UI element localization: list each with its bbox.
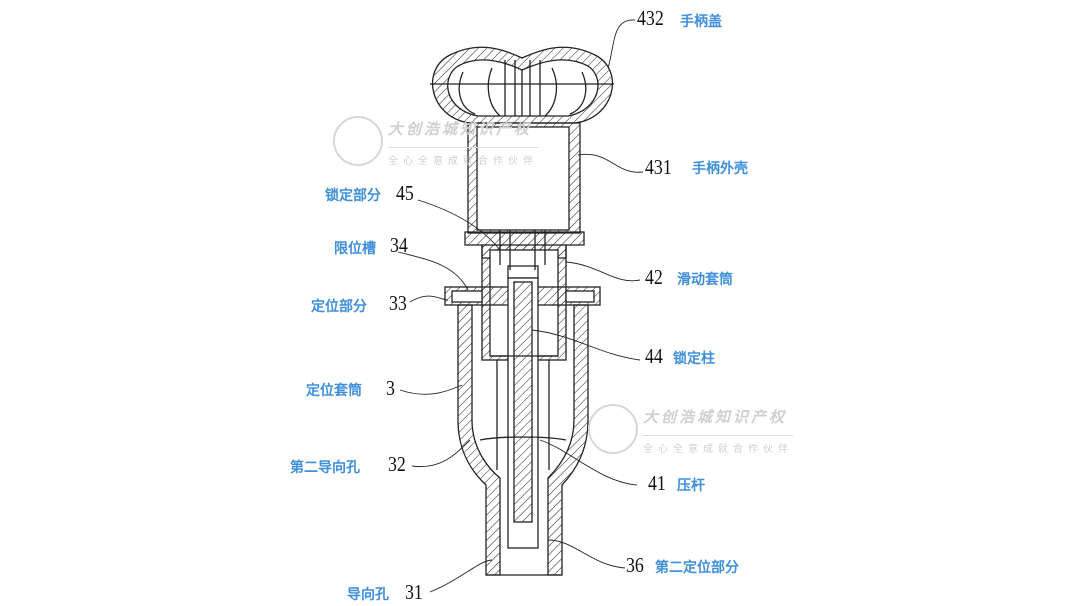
callout-number: 45 xyxy=(396,181,414,205)
callout-label: 第二导向孔 xyxy=(290,460,360,476)
leader-lines xyxy=(397,19,644,593)
callout-number: 31 xyxy=(405,580,423,604)
callout-label: 导向孔 xyxy=(347,587,389,603)
callout-number: 432 xyxy=(637,6,664,30)
callout-number: 36 xyxy=(626,553,644,577)
callout-number: 44 xyxy=(645,344,663,368)
callout-number: 32 xyxy=(388,452,406,476)
watermark-title: 大创浩城知识产权 xyxy=(388,120,533,138)
callout-number: 42 xyxy=(645,265,663,289)
callout-label: 锁定部分 xyxy=(325,188,381,204)
callout-label: 定位部分 xyxy=(311,299,367,315)
callout-label: 定位套筒 xyxy=(306,383,362,399)
watermark: 大创浩城知识产权 全心全意成就合作伙伴 xyxy=(643,406,793,455)
watermark-logo-icon xyxy=(333,116,383,166)
callout-number: 431 xyxy=(645,155,672,179)
callout-number: 34 xyxy=(390,233,408,257)
callout-number: 33 xyxy=(389,291,407,315)
callout-label: 锁定柱 xyxy=(673,351,715,367)
callout-label: 第二定位部分 xyxy=(655,560,739,576)
watermark-slogan: 全心全意成就合作伙伴 xyxy=(388,147,538,167)
callout-label: 限位槽 xyxy=(334,241,376,257)
callout-number: 3 xyxy=(386,376,395,400)
watermark-slogan: 全心全意成就合作伙伴 xyxy=(643,435,793,455)
watermark-logo-icon xyxy=(588,404,638,454)
callout-label: 压杆 xyxy=(677,478,705,494)
watermark: 大创浩城知识产权 全心全意成就合作伙伴 xyxy=(388,118,538,167)
callout-label: 手柄盖 xyxy=(680,14,722,30)
callout-number: 41 xyxy=(648,471,666,495)
callout-label: 滑动套筒 xyxy=(677,272,733,288)
callout-label: 手柄外壳 xyxy=(692,161,748,177)
watermark-title: 大创浩城知识产权 xyxy=(643,408,788,426)
